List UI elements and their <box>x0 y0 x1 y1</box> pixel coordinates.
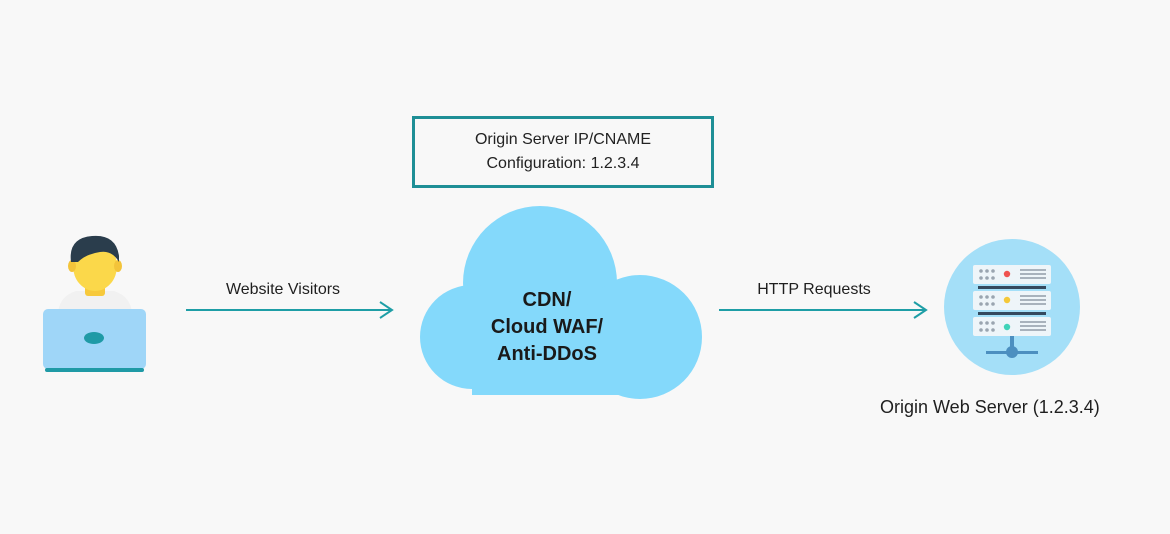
cloud-line-2: Cloud WAF/ <box>490 316 604 338</box>
visitors-label: Website Visitors <box>225 281 341 298</box>
config-line-2: Configuration: 1.2.3.4 <box>486 155 640 172</box>
cloud-line-1: CDN/ <box>522 289 572 311</box>
requests-label: HTTP Requests <box>757 281 871 298</box>
server-icon <box>944 239 1080 375</box>
user-laptop-icon <box>43 235 146 372</box>
server-label: Origin Web Server (1.2.3.4) <box>880 397 1100 417</box>
requests-arrow <box>719 301 928 319</box>
cloud-shape <box>420 206 702 399</box>
config-line-1: Origin Server IP/CNAME <box>474 131 652 148</box>
cloud-line-3: Anti-DDoS <box>497 343 597 365</box>
cloud-label: CDN/ Cloud WAF/ Anti-DDoS <box>452 287 642 368</box>
config-box: Origin Server IP/CNAME Configuration: 1.… <box>412 116 714 188</box>
visitors-arrow <box>186 301 394 319</box>
